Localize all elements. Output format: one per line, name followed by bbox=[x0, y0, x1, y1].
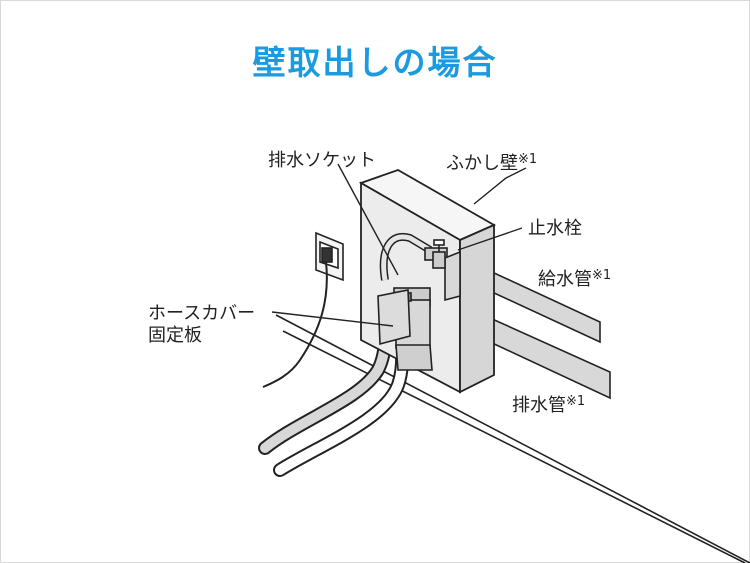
wall-outlet-icon bbox=[315, 231, 344, 282]
label-drain-pipe: 排水管 bbox=[512, 395, 566, 416]
page-title: 壁取出しの場合 bbox=[252, 43, 498, 82]
label-false-wall-note: ※1 bbox=[518, 152, 538, 167]
leader-lines bbox=[271, 163, 527, 327]
label-hose-cover-line2: 固定板 bbox=[148, 324, 202, 346]
label-water-supply-group: 給水管※1 bbox=[538, 268, 611, 291]
power-cord bbox=[262, 261, 328, 388]
label-stop-valve: 止水栓 bbox=[528, 218, 582, 239]
label-drain-socket: 排水ソケット bbox=[268, 150, 376, 171]
label-hose-cover-group: ホースカバー 固定板 bbox=[148, 303, 255, 346]
label-false-wall-group: ふかし壁※1 bbox=[446, 152, 537, 175]
label-water-supply-note: ※1 bbox=[592, 268, 612, 283]
label-false-wall: ふかし壁 bbox=[446, 153, 518, 174]
label-hose-cover-line1: ホースカバー bbox=[148, 303, 256, 324]
label-drain-pipe-note: ※1 bbox=[566, 394, 586, 409]
floor-line bbox=[275, 314, 750, 563]
label-drain-pipe-group: 排水管※1 bbox=[512, 394, 585, 417]
hose-cover-plate bbox=[377, 289, 411, 346]
label-water-supply-pipe: 給水管 bbox=[538, 269, 592, 290]
stop-valve-icon bbox=[432, 239, 446, 269]
